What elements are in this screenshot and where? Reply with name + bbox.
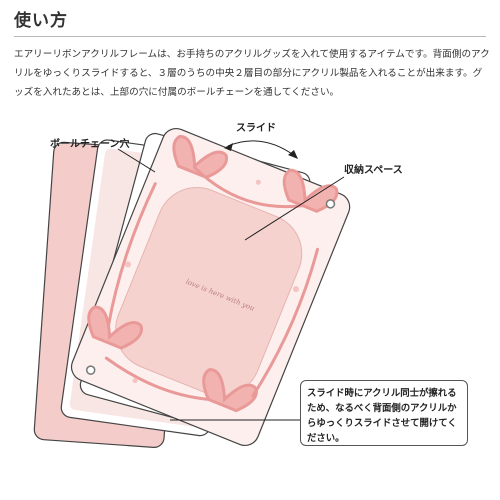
caution-note: スライド時にアクリル同士が擦れるため、なるべく背面側のアクリルからゆっくりスライ… <box>300 380 468 446</box>
front-acrylic-layer <box>70 127 351 447</box>
chain-hole-label: ボールチェーン穴 <box>50 137 130 150</box>
usage-description: エアリーリボンアクリルフレームは、お手持ちのアクリルグッズを入れて使用するアイテ… <box>14 49 490 98</box>
slide-label: スライド <box>236 122 276 134</box>
chain-hole-top <box>325 199 336 209</box>
chain-hole-bottom <box>85 365 96 375</box>
storage-space-label: 収納スペース <box>344 163 403 176</box>
title-divider <box>14 36 486 37</box>
page-title: 使い方 <box>14 11 68 31</box>
